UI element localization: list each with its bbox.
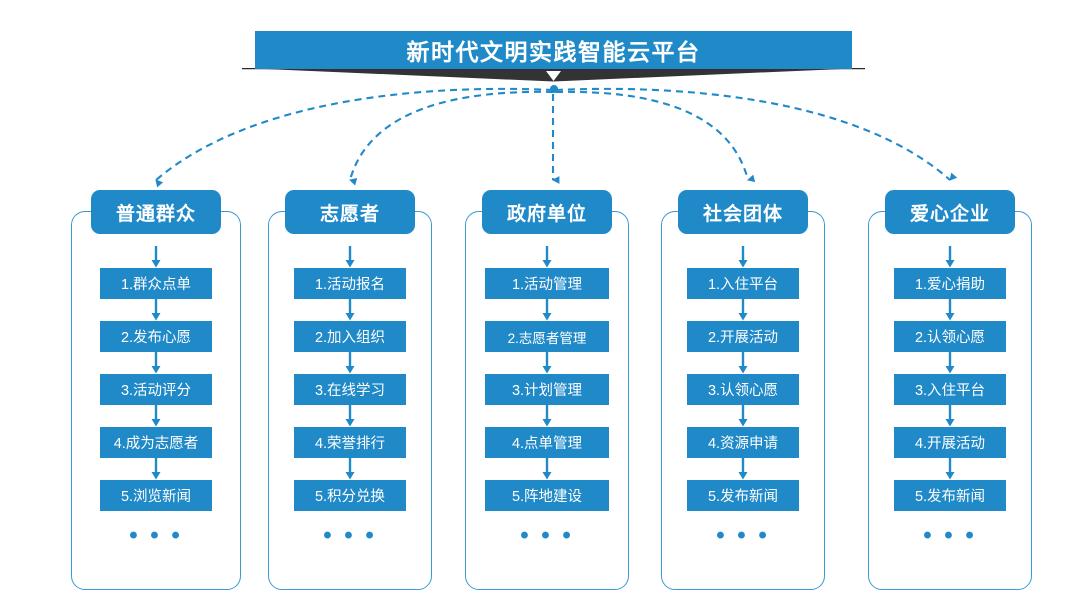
down-arrow-icon [345,458,355,480]
banner-down-triangle-icon [546,71,561,81]
step-item[interactable]: 2.加入组织 [294,321,406,352]
column-body-social-organization: 1.入住平台 2.开展活动 3.认领心愿 4.资源申请 5.发布新闻 • • • [662,246,824,549]
connector-to-column-1 [155,87,554,188]
connector-to-column-4 [555,90,756,183]
down-arrow-icon [151,405,161,427]
role-column-social-organization: 社会团体 1.入住平台 2.开展活动 3.认领心愿 4.资源申请 [661,190,825,590]
step-item[interactable]: 2.认领心愿 [894,321,1006,352]
down-arrow-icon [945,458,955,480]
step-item[interactable]: 5.浏览新闻 [100,480,212,511]
page-title: 新时代文明实践智能云平台 [406,39,701,65]
step-item[interactable]: 5.发布新闻 [894,480,1006,511]
down-arrow-icon [151,246,161,268]
step-item[interactable]: 2.志愿者管理 [485,321,609,352]
column-body-charity-enterprise: 1.爱心捐助 2.认领心愿 3.入住平台 4.开展活动 5.发布新闻 • • • [869,246,1031,549]
platform-title-banner: 新时代文明实践智能云平台 [255,31,852,69]
step-item[interactable]: 4.开展活动 [894,427,1006,458]
step-item[interactable]: 1.活动报名 [294,268,406,299]
down-arrow-icon [345,299,355,321]
connector-to-column-2 [348,90,554,186]
step-item[interactable]: 3.在线学习 [294,374,406,405]
step-item[interactable]: 3.计划管理 [485,374,609,405]
connector-to-column-5 [555,87,958,181]
down-arrow-icon [345,246,355,268]
step-item[interactable]: 3.入住平台 [894,374,1006,405]
banner-ribbon-shadow [242,68,865,88]
down-arrow-icon [542,458,552,480]
column-body-government-unit: 1.活动管理 2.志愿者管理 3.计划管理 4.点单管理 5.阵地建设 • • … [466,246,628,549]
down-arrow-icon [151,299,161,321]
down-arrow-icon [542,246,552,268]
step-item[interactable]: 1.活动管理 [485,268,609,299]
down-arrow-icon [738,405,748,427]
down-arrow-icon [151,352,161,374]
more-items-ellipsis: • • • [323,522,377,549]
role-column-government-unit: 政府单位 1.活动管理 2.志愿者管理 3.计划管理 4.点单管理 [465,190,629,590]
down-arrow-icon [945,352,955,374]
step-item[interactable]: 5.发布新闻 [687,480,799,511]
step-item[interactable]: 4.资源申请 [687,427,799,458]
step-item[interactable]: 2.开展活动 [687,321,799,352]
step-item[interactable]: 2.发布心愿 [100,321,212,352]
step-item[interactable]: 4.荣誉排行 [294,427,406,458]
down-arrow-icon [738,352,748,374]
column-header-general-public[interactable]: 普通群众 [91,190,221,234]
step-item[interactable]: 4.点单管理 [485,427,609,458]
step-item[interactable]: 5.阵地建设 [485,480,609,511]
role-column-volunteer: 志愿者 1.活动报名 2.加入组织 3.在线学习 4.荣誉排行 [268,190,432,590]
step-item[interactable]: 3.活动评分 [100,374,212,405]
down-arrow-icon [151,458,161,480]
column-body-general-public: 1.群众点单 2.发布心愿 3.活动评分 4.成为志愿者 5.浏览新闻 • • … [72,246,240,549]
down-arrow-icon [345,405,355,427]
down-arrow-icon [945,405,955,427]
step-item[interactable]: 5.积分兑换 [294,480,406,511]
step-item[interactable]: 1.群众点单 [100,268,212,299]
down-arrow-icon [345,352,355,374]
more-items-ellipsis: • • • [520,522,574,549]
more-items-ellipsis: • • • [129,522,183,549]
step-item[interactable]: 3.认领心愿 [687,374,799,405]
down-arrow-icon [542,299,552,321]
more-items-ellipsis: • • • [923,522,977,549]
step-item[interactable]: 1.爱心捐助 [894,268,1006,299]
down-arrow-icon [542,352,552,374]
role-column-charity-enterprise: 爱心企业 1.爱心捐助 2.认领心愿 3.入住平台 4.开展活动 [868,190,1032,590]
column-body-volunteer: 1.活动报名 2.加入组织 3.在线学习 4.荣誉排行 5.积分兑换 • • • [269,246,431,549]
down-arrow-icon [738,246,748,268]
role-column-general-public: 普通群众 1.群众点单 2.发布心愿 3.活动评分 4.成为志愿者 [71,190,241,590]
column-header-social-organization[interactable]: 社会团体 [678,190,808,234]
down-arrow-icon [945,299,955,321]
column-header-volunteer[interactable]: 志愿者 [285,190,415,234]
column-header-government-unit[interactable]: 政府单位 [482,190,612,234]
column-header-charity-enterprise[interactable]: 爱心企业 [885,190,1015,234]
down-arrow-icon [738,299,748,321]
connector-origin-node [550,85,558,93]
more-items-ellipsis: • • • [716,522,770,549]
down-arrow-icon [542,405,552,427]
step-item[interactable]: 4.成为志愿者 [100,427,212,458]
down-arrow-icon [738,458,748,480]
down-arrow-icon [945,246,955,268]
step-item[interactable]: 1.入住平台 [687,268,799,299]
